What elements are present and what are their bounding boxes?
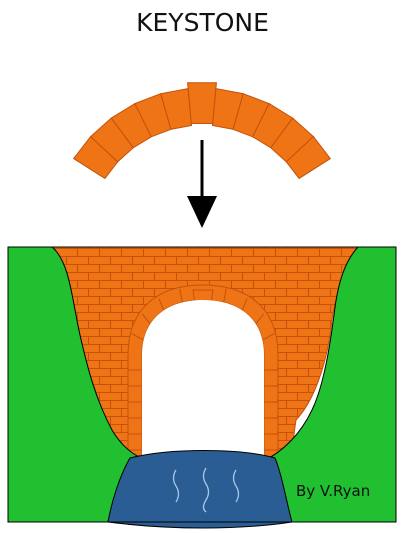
author-credit: By V.Ryan [296,482,370,500]
bridge-scene: By V.Ryan [8,247,396,528]
top-keystone [188,83,217,124]
arch-opening [142,300,264,462]
arrow-down-icon [187,140,217,228]
river [108,451,292,529]
